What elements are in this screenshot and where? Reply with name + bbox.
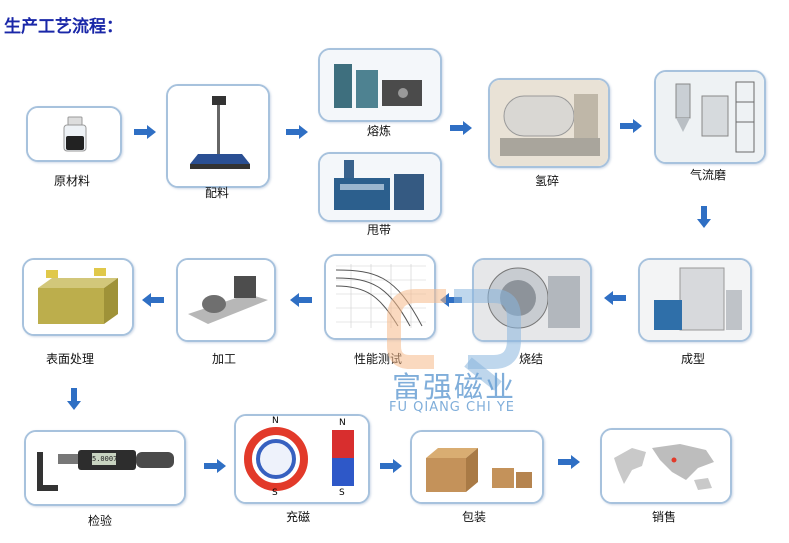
micrometer-reading: 5.0007 [92, 455, 118, 463]
company-logo-icon [387, 289, 521, 391]
step-label-machine: 加工 [211, 352, 236, 366]
step-sales [600, 428, 732, 504]
step-label-pack: 包装 [461, 510, 486, 524]
arrow-down-icon [697, 206, 711, 228]
platform-scale-icon [168, 86, 268, 186]
arrow-right-icon [380, 459, 402, 473]
arrow-right-icon [450, 121, 472, 135]
raw-material-jar-icon [28, 108, 120, 160]
arrow-right-icon [558, 455, 580, 469]
step-label-hydro: 氢碎 [534, 174, 559, 188]
step-pressing [638, 258, 752, 342]
south-pole-label-bar: S [339, 488, 345, 498]
micrometer-icon [26, 432, 184, 504]
cardboard-boxes-icon [412, 432, 542, 502]
arrow-right-icon [620, 119, 642, 133]
step-label-smelt: 熔炼 [366, 124, 391, 138]
step-label-sinter: 烧结 [518, 352, 543, 366]
hydrogen-furnace-icon [490, 80, 608, 166]
arrow-right-icon [134, 125, 156, 139]
step-label-surface: 表面处理 [45, 352, 94, 366]
step-label-sale: 销售 [651, 510, 676, 524]
step-packaging [410, 430, 544, 504]
step-strip-casting [318, 152, 442, 222]
step-sintering [472, 258, 592, 342]
smelting-furnace-icon [320, 50, 440, 120]
north-pole-label-bar: N [339, 418, 346, 428]
arrow-left-icon [290, 293, 312, 307]
north-pole-label-ring: N [272, 416, 279, 426]
step-label-strip: 甩带 [366, 223, 391, 237]
machined-parts-icon [178, 260, 274, 340]
watermark-chinese: 富强磁业 [392, 370, 517, 404]
step-smelting [318, 48, 442, 122]
step-surface-treatment [22, 258, 134, 336]
step-machining [176, 258, 276, 342]
arrow-right-icon [286, 125, 308, 139]
step-inspection: 5.0007 [24, 430, 186, 506]
jet-mill-icon [656, 72, 764, 162]
south-pole-label-ring: S [272, 488, 278, 498]
arrow-left-icon [142, 293, 164, 307]
step-label-raw: 原材料 [53, 174, 90, 188]
strip-casting-machine-icon [320, 154, 440, 220]
step-batching [166, 84, 270, 188]
step-magnetizing: N S N S [234, 414, 370, 504]
world-map-icon [602, 430, 730, 502]
arrow-left-icon [604, 291, 626, 305]
press-machine-icon [640, 260, 750, 340]
magnetizing-diagram-icon [236, 416, 368, 502]
step-label-press: 成型 [680, 352, 705, 366]
step-hydrogen-decrepitation [488, 78, 610, 168]
sintering-furnace-icon [474, 260, 590, 340]
coated-magnets-icon [24, 260, 132, 334]
step-label-batch: 配料 [204, 186, 229, 200]
watermark-english: FU QIANG CHI YE [389, 400, 515, 415]
arrow-right-icon [204, 459, 226, 473]
step-label-jet: 气流磨 [689, 168, 726, 182]
step-label-inspect: 检验 [87, 514, 112, 528]
page-title: 生产工艺流程： [4, 17, 123, 37]
arrow-down-icon [67, 388, 81, 410]
step-raw-material [26, 106, 122, 162]
step-jet-mill [654, 70, 766, 164]
step-label-magnetize: 充磁 [285, 510, 310, 524]
